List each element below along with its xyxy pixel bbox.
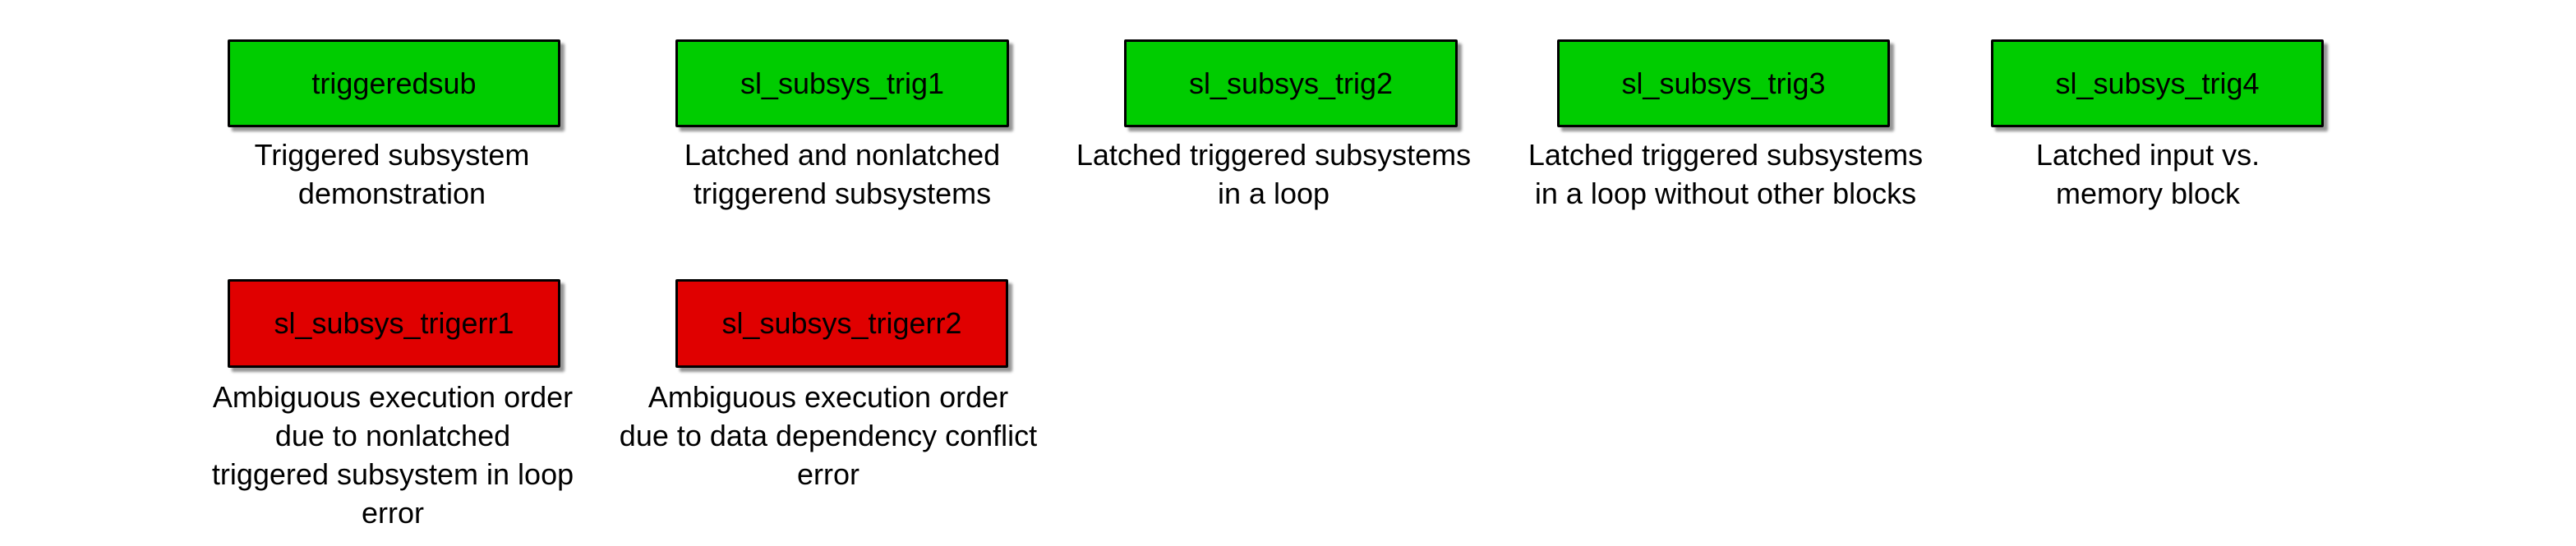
block-sl-subsys-trig4[interactable]: sl_subsys_trig4 <box>1991 39 2324 127</box>
block-sl-subsys-trig1[interactable]: sl_subsys_trig1 <box>675 39 1009 127</box>
block-sl-subsys-trig1-label: sl_subsys_trig1 <box>740 66 945 100</box>
block-sl-subsys-trigerr2-label: sl_subsys_trigerr2 <box>721 306 962 340</box>
block-sl-subsys-trigerr1-label: sl_subsys_trigerr1 <box>274 306 514 340</box>
block-sl-subsys-trig2-label: sl_subsys_trig2 <box>1188 66 1394 100</box>
caption-sl-subsys-trig1: Latched and nonlatched triggerend subsys… <box>684 138 1001 210</box>
caption-sl-subsys-trigerr1: Ambiguous execution order due to nonlatc… <box>211 380 574 530</box>
block-sl-subsys-trig2[interactable]: sl_subsys_trig2 <box>1124 39 1458 127</box>
block-sl-subsys-trig4-label: sl_subsys_trig4 <box>2055 66 2260 100</box>
caption-sl-subsys-trig3: Latched triggered subsystems in a loop w… <box>1528 138 1924 210</box>
block-sl-subsys-trigerr1[interactable]: sl_subsys_trigerr1 <box>228 279 560 368</box>
caption-sl-subsys-trigerr2: Ambiguous execution order due to data de… <box>619 380 1038 491</box>
block-sl-subsys-trigerr2[interactable]: sl_subsys_trigerr2 <box>675 279 1008 368</box>
caption-sl-subsys-trig4: Latched input vs. memory block <box>2035 138 2260 210</box>
block-triggeredsub[interactable]: triggeredsub <box>228 39 560 127</box>
block-sl-subsys-trig3-label: sl_subsys_trig3 <box>1621 66 1826 100</box>
caption-sl-subsys-trig2: Latched triggered subsystems in a loop <box>1076 138 1472 210</box>
block-triggeredsub-label: triggeredsub <box>311 66 477 100</box>
caption-triggeredsub: Triggered subsystem demonstration <box>254 138 530 210</box>
block-sl-subsys-trig3[interactable]: sl_subsys_trig3 <box>1557 39 1890 127</box>
